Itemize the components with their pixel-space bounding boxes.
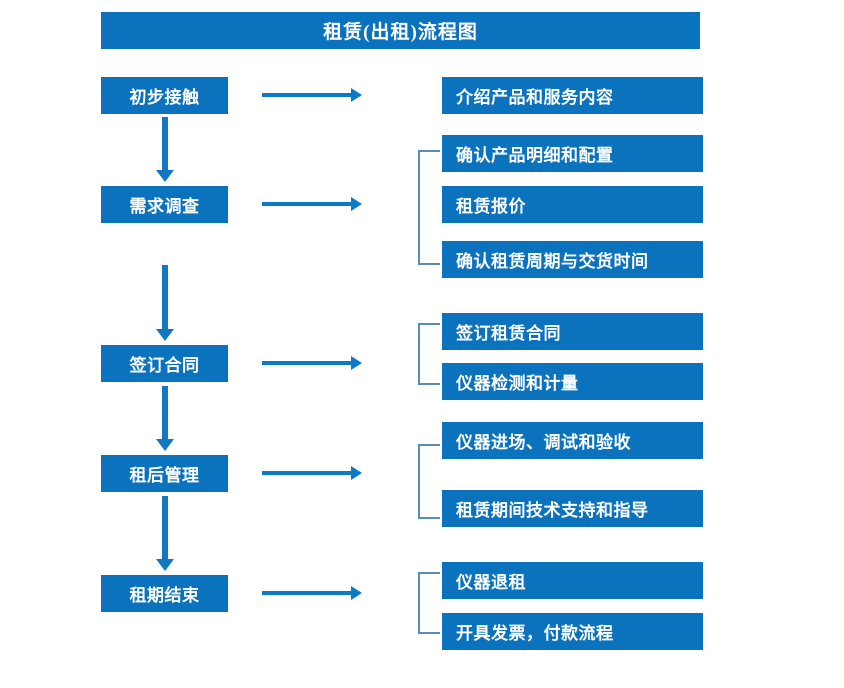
- arrow-shaft: [262, 361, 352, 365]
- stage-box-4[interactable]: 租后管理: [101, 455, 228, 492]
- detail-box-4-1[interactable]: 仪器进场、调试和验收: [442, 422, 703, 459]
- detail-box-1-1[interactable]: 介绍产品和服务内容: [442, 77, 703, 114]
- arrow-head: [351, 197, 362, 211]
- right-arrow-icon-3: [262, 356, 362, 370]
- arrow-head: [156, 559, 174, 571]
- detail-box-5-1[interactable]: 仪器退租: [442, 562, 703, 599]
- arrow-head: [351, 586, 362, 600]
- detail-box-5-2[interactable]: 开具发票，付款流程: [442, 613, 703, 650]
- detail-box-2-1[interactable]: 确认产品明细和配置: [442, 135, 703, 172]
- down-arrow-icon-4: [154, 496, 176, 571]
- right-arrow-icon-4: [262, 466, 362, 480]
- down-arrow-icon-2: [154, 265, 176, 341]
- right-arrow-icon-2: [262, 197, 362, 211]
- arrow-head: [351, 88, 362, 102]
- arrow-head: [156, 170, 174, 182]
- page-title: 租赁(出租)流程图: [101, 12, 700, 49]
- arrow-shaft: [262, 591, 352, 595]
- stage-box-2[interactable]: 需求调查: [101, 186, 228, 223]
- right-arrow-icon-1: [262, 88, 362, 102]
- group-bracket-icon-3: [418, 323, 440, 385]
- stage-box-5[interactable]: 租期结束: [101, 575, 228, 612]
- arrow-head: [156, 329, 174, 341]
- detail-box-2-3[interactable]: 确认租赁周期与交货时间: [442, 241, 703, 278]
- detail-box-2-2[interactable]: 租赁报价: [442, 186, 703, 223]
- arrow-head: [351, 466, 362, 480]
- stage-box-3[interactable]: 签订合同: [101, 345, 228, 382]
- stage-box-1[interactable]: 初步接触: [101, 77, 228, 114]
- down-arrow-icon-3: [154, 386, 176, 451]
- arrow-shaft: [262, 471, 352, 475]
- arrow-shaft: [262, 202, 352, 206]
- arrow-shaft: [262, 93, 352, 97]
- arrow-head: [351, 356, 362, 370]
- arrow-shaft: [162, 117, 168, 171]
- detail-box-3-1[interactable]: 签订租赁合同: [442, 313, 703, 350]
- right-arrow-icon-5: [262, 586, 362, 600]
- group-bracket-icon-4: [418, 444, 440, 519]
- arrow-shaft: [162, 496, 168, 560]
- arrow-head: [156, 439, 174, 451]
- arrow-shaft: [162, 386, 168, 440]
- detail-box-4-2[interactable]: 租赁期间技术支持和指导: [442, 490, 703, 527]
- detail-box-3-2[interactable]: 仪器检测和计量: [442, 363, 703, 400]
- arrow-shaft: [162, 265, 168, 330]
- down-arrow-icon-1: [154, 117, 176, 182]
- group-bracket-icon-5: [418, 572, 440, 634]
- group-bracket-icon-2: [418, 150, 440, 265]
